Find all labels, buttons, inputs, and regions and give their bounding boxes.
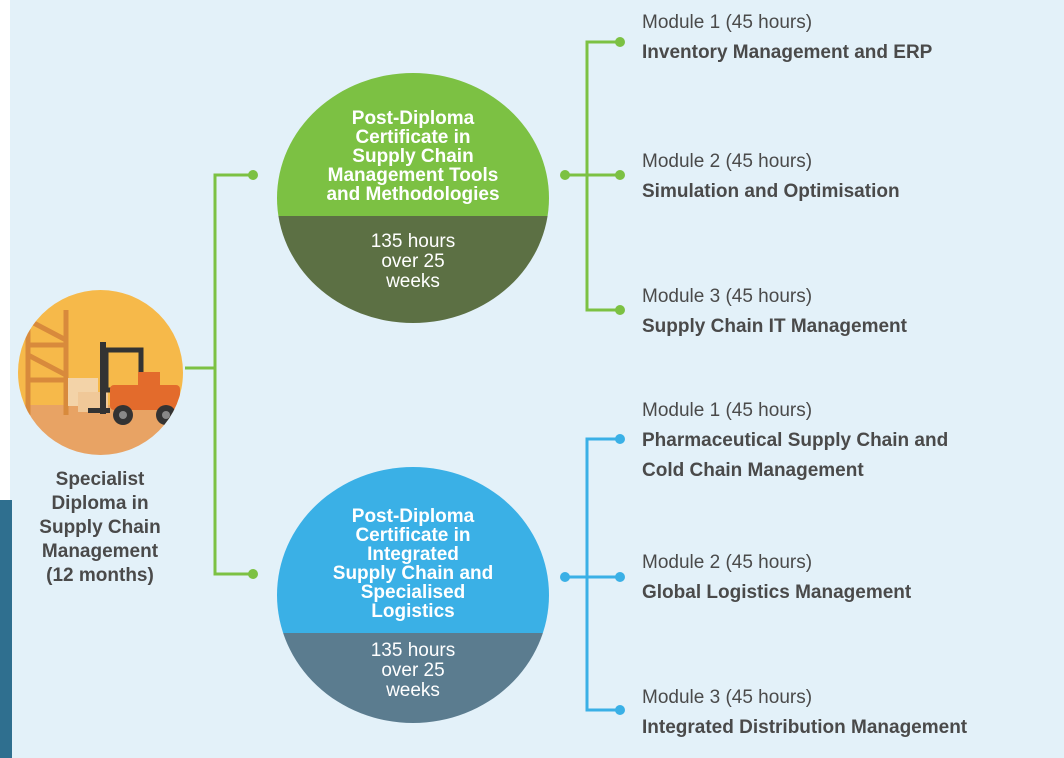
certificate-integrated-logistics: Post-Diploma Certificate in Integrated S… (277, 467, 549, 723)
module-name: Global Logistics Management (642, 582, 912, 603)
connector-specialist-cert1 (185, 173, 253, 370)
certificate-title-line: and Methodologies (326, 184, 500, 205)
specialist-line: (12 months) (46, 565, 154, 586)
module-label: Module 3 (45 hours) (642, 687, 813, 708)
module-name: Pharmaceutical Supply Chain and (642, 430, 949, 451)
certificate-title-line: Supply Chain and (332, 563, 494, 584)
node-dot (615, 572, 625, 582)
certificate-title-line: Management Tools (327, 165, 499, 186)
module-item: Module 1 (45 hours) Pharmaceutical Suppl… (642, 396, 948, 486)
forklift-warehouse-icon (18, 290, 183, 455)
node-dot (615, 305, 625, 315)
node-dot (560, 572, 570, 582)
certificate-title-line: Certificate in (355, 525, 471, 546)
module-name: Supply Chain IT Management (642, 316, 907, 337)
certificate-duration-line: weeks (386, 271, 440, 292)
node-dot (615, 170, 625, 180)
specialist-line: Supply Chain (39, 517, 161, 538)
certificate-title-line: Post-Diploma (351, 108, 475, 129)
specialist-line: Diploma in (51, 493, 149, 514)
module-label: Module 1 (45 hours) (642, 12, 813, 33)
connector-specialist-cert2 (213, 368, 253, 576)
specialist-line: Management (41, 541, 159, 562)
node-dot (248, 170, 258, 180)
certificate-duration-line: over 25 (381, 251, 445, 272)
certificate-duration-section: 135 hours over 25 weeks (277, 633, 549, 723)
certificate-title-line: Specialised (360, 582, 466, 603)
certificate-duration-line: weeks (386, 680, 440, 701)
module-label: Module 2 (45 hours) (642, 151, 813, 172)
edge-strip (0, 500, 12, 758)
module-name: Simulation and Optimisation (642, 181, 900, 202)
module-label: Module 1 (45 hours) (642, 400, 813, 421)
certificate-title-line: Post-Diploma (351, 506, 475, 527)
module-item: Module 1 (45 hours) Inventory Management… (642, 8, 932, 68)
certificate-title-line: Supply Chain (352, 146, 474, 167)
module-item: Module 2 (45 hours) Global Logistics Man… (642, 548, 911, 608)
node-dot (615, 434, 625, 444)
certificate-tools-methodologies: Post-Diploma Certificate in Supply Chain… (277, 73, 549, 323)
node-dot (560, 170, 570, 180)
certificate-duration-line: 135 hours (370, 231, 456, 252)
node-dot (248, 569, 258, 579)
certificate-title-section: Post-Diploma Certificate in Integrated S… (277, 467, 549, 633)
module-label: Module 2 (45 hours) (642, 552, 813, 573)
module-item: Module 3 (45 hours) Supply Chain IT Mana… (642, 282, 907, 342)
specialist-line: Specialist (55, 469, 145, 490)
certificate-title-line: Certificate in (355, 127, 471, 148)
module-name: Inventory Management and ERP (642, 42, 933, 63)
certificate-duration-section: 135 hours over 25 weeks (277, 216, 549, 323)
certificate-title-section: Post-Diploma Certificate in Supply Chain… (277, 73, 549, 216)
connector-cert2-branch (585, 437, 620, 712)
certificate-duration-line: over 25 (381, 660, 445, 681)
certificate-title-line: Integrated (367, 544, 459, 565)
module-label: Module 3 (45 hours) (642, 286, 813, 307)
module-item: Module 3 (45 hours) Integrated Distribut… (642, 683, 967, 743)
certificate-duration-line: 135 hours (370, 640, 456, 661)
node-dot (615, 37, 625, 47)
module-name: Integrated Distribution Management (642, 717, 968, 738)
module-item: Module 2 (45 hours) Simulation and Optim… (642, 147, 900, 207)
module-name: Cold Chain Management (642, 460, 864, 481)
node-dot (615, 705, 625, 715)
certificate-title-line: Logistics (371, 601, 455, 622)
specialist-diploma-label: Specialist Diploma in Supply Chain Manag… (10, 468, 190, 588)
